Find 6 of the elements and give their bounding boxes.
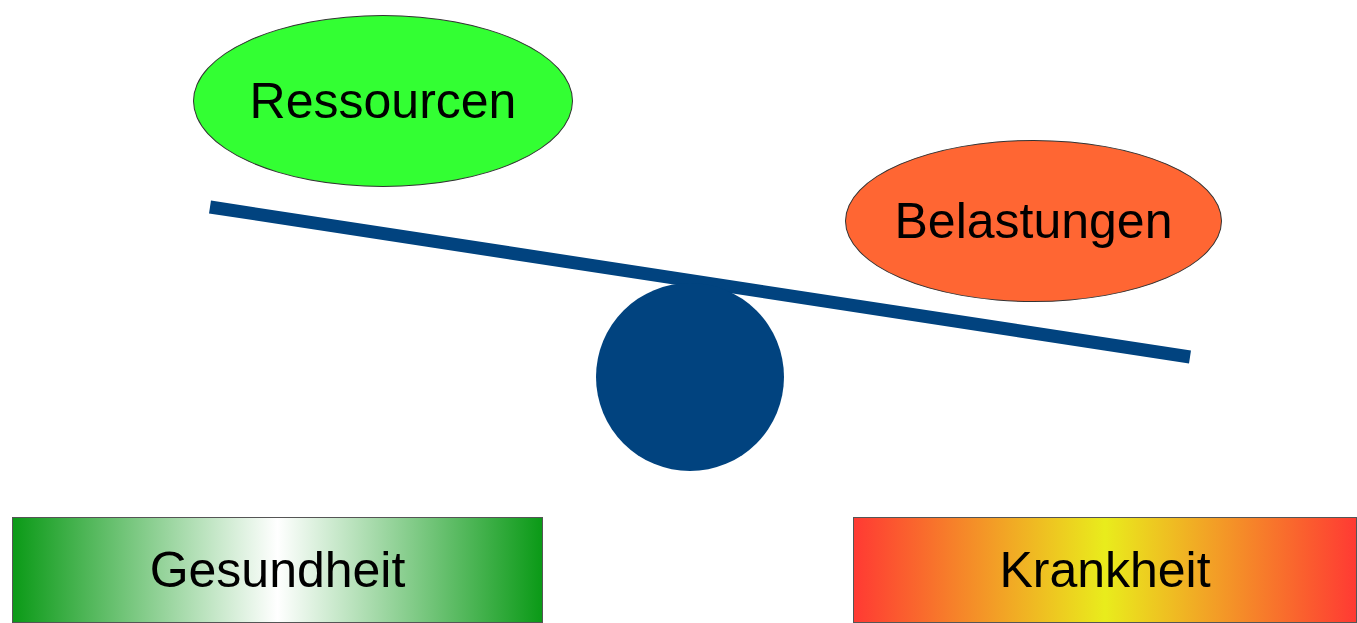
- node-label: Ressourcen: [249, 72, 517, 130]
- label-box: [853, 517, 1357, 623]
- node-label: Gesundheit: [149, 541, 406, 599]
- node-label: Belastungen: [894, 192, 1173, 250]
- label-box: [12, 517, 543, 623]
- node-label: Krankheit: [999, 541, 1211, 599]
